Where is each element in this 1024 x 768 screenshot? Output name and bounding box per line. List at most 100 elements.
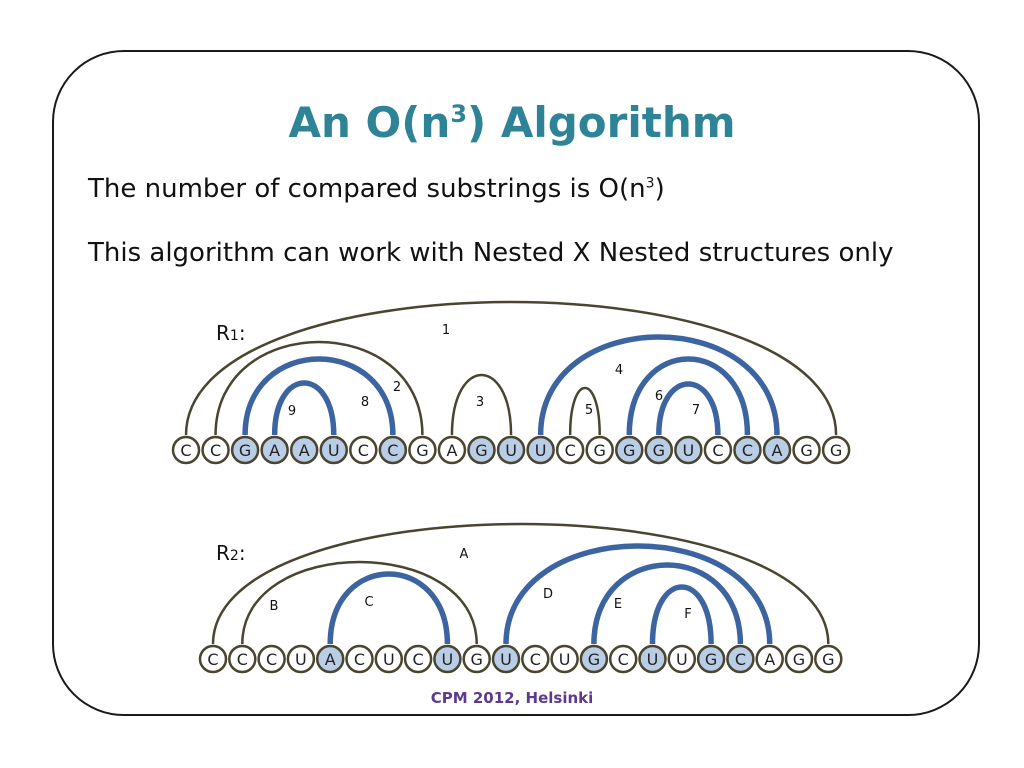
nucleotide-circle <box>467 435 496 465</box>
nucleotide-circle <box>667 644 697 674</box>
arc-R1-4 <box>537 334 780 436</box>
title-text-post: ) Algorithm <box>467 98 736 147</box>
nucleotide-base: A <box>772 441 783 460</box>
nucleotide-base: C <box>266 650 277 669</box>
arc-R1-6 <box>626 356 751 436</box>
structure-label-R1: R1: <box>216 321 246 345</box>
nucleotide-circle <box>403 644 433 674</box>
nucleotide-base: U <box>500 650 512 669</box>
nucleotide-base: G <box>705 650 717 669</box>
arc-label-R1-7: 7 <box>692 403 700 418</box>
structure-label-sub: 1 <box>230 328 239 344</box>
nucleotide-base: C <box>387 441 398 460</box>
arc-label-R2-E: E <box>614 597 622 612</box>
nucleotide-circle <box>550 644 579 674</box>
arc-label-R1-1: 1 <box>442 323 450 338</box>
nucleotide-base: A <box>325 650 336 669</box>
nucleotide-base: G <box>416 441 428 460</box>
nucleotide-base: G <box>475 441 487 460</box>
nucleotide-base: C <box>210 441 221 460</box>
nucleotide-circle <box>726 644 755 674</box>
nucleotide-circle <box>230 435 260 465</box>
nucleotide-circle <box>585 435 614 465</box>
nucleotide-base: U <box>383 650 395 669</box>
nucleotide-base: U <box>676 650 688 669</box>
nucleotide-circle <box>814 644 843 674</box>
nucleotide-circle <box>378 435 408 465</box>
arc-R2-B <box>241 560 478 645</box>
nucleotide-base: C <box>237 650 248 669</box>
bullet-nested-structures: This algorithm can work with Nested X Ne… <box>88 238 894 268</box>
nucleotide-base: C <box>735 650 746 669</box>
nucleotide-circle <box>755 644 784 674</box>
arc-R2-C <box>327 571 451 645</box>
bullet-compared-substrings: The number of compared substrings is O(n… <box>88 174 665 204</box>
nucleotide-base: C <box>358 441 369 460</box>
nucleotide-circle <box>792 435 821 465</box>
line1-text-pre: The number of compared substrings is O(n <box>88 174 646 204</box>
nucleotide-circle <box>374 644 404 674</box>
structure-label-sub: 2 <box>230 548 239 564</box>
nucleotide-base: G <box>793 650 805 669</box>
nucleotide-circle <box>496 435 526 465</box>
arc-R1-2 <box>214 340 424 436</box>
nucleotide-circle <box>408 435 437 465</box>
nucleotide-circle <box>345 644 374 674</box>
arc-label-R1-4: 4 <box>615 363 623 378</box>
arc-label-R2-F: F <box>684 607 691 622</box>
arc-label-R1-3: 3 <box>476 395 484 410</box>
nucleotide-base: U <box>505 441 517 460</box>
nucleotide-circle <box>696 644 726 674</box>
arc-R2-A <box>211 522 830 645</box>
nucleotide-base: A <box>446 441 457 460</box>
nucleotide-circle <box>615 435 644 465</box>
arc-label-R2-B: B <box>270 599 279 614</box>
nucleotide-circle <box>638 644 667 674</box>
nucleotide-circle <box>433 644 462 674</box>
nucleotide-circle <box>733 435 762 465</box>
structure-label-R2: R2: <box>216 541 246 565</box>
nucleotide-base: G <box>470 650 482 669</box>
nucleotide-circle <box>703 435 733 465</box>
arc-R1-8 <box>242 356 396 436</box>
nucleotide-base: G <box>800 441 812 460</box>
arc-R1-1 <box>184 300 838 436</box>
line1-text-post: ) <box>654 174 665 204</box>
arc-label-R2-A: A <box>460 547 469 562</box>
arc-R1-3 <box>450 374 513 436</box>
nucleotide-circle <box>315 644 345 674</box>
nucleotide-circle <box>198 644 228 674</box>
nucleotide-base: A <box>764 650 775 669</box>
arc-label-R1-8: 8 <box>361 395 369 410</box>
nucleotide-circle <box>286 644 316 674</box>
nucleotide-circle <box>821 435 851 465</box>
structure-label-colon: : <box>239 541 246 565</box>
nucleotide-base: C <box>354 650 365 669</box>
slide-title: An O(n3) Algorithm <box>0 98 1024 147</box>
nucleotide-base: U <box>535 441 547 460</box>
title-text-pre: An O(n <box>288 98 451 147</box>
nucleotide-circle <box>257 644 286 674</box>
nucleotide-base: G <box>653 441 665 460</box>
nucleotide-circle <box>579 644 609 674</box>
arc-label-R1-5: 5 <box>585 403 593 418</box>
arc-label-R1-6: 6 <box>655 389 663 404</box>
nucleotide-circle <box>201 435 230 465</box>
nucleotide-base: G <box>623 441 635 460</box>
nucleotide-base: C <box>618 650 629 669</box>
arc-label-R2-C: C <box>364 595 373 610</box>
nucleotide-base: C <box>180 441 191 460</box>
nucleotide-base: C <box>530 650 541 669</box>
nucleotide-circle <box>437 435 467 465</box>
slide-frame <box>52 50 980 716</box>
nucleotide-base: A <box>269 441 280 460</box>
nucleotide-base: G <box>239 441 251 460</box>
nucleotide-base: G <box>822 650 834 669</box>
arc-R2-E <box>591 562 744 645</box>
nucleotide-base: C <box>565 441 576 460</box>
nucleotide-base: U <box>647 650 659 669</box>
line1-exponent: 3 <box>645 175 655 192</box>
nucleotide-circle <box>608 644 638 674</box>
